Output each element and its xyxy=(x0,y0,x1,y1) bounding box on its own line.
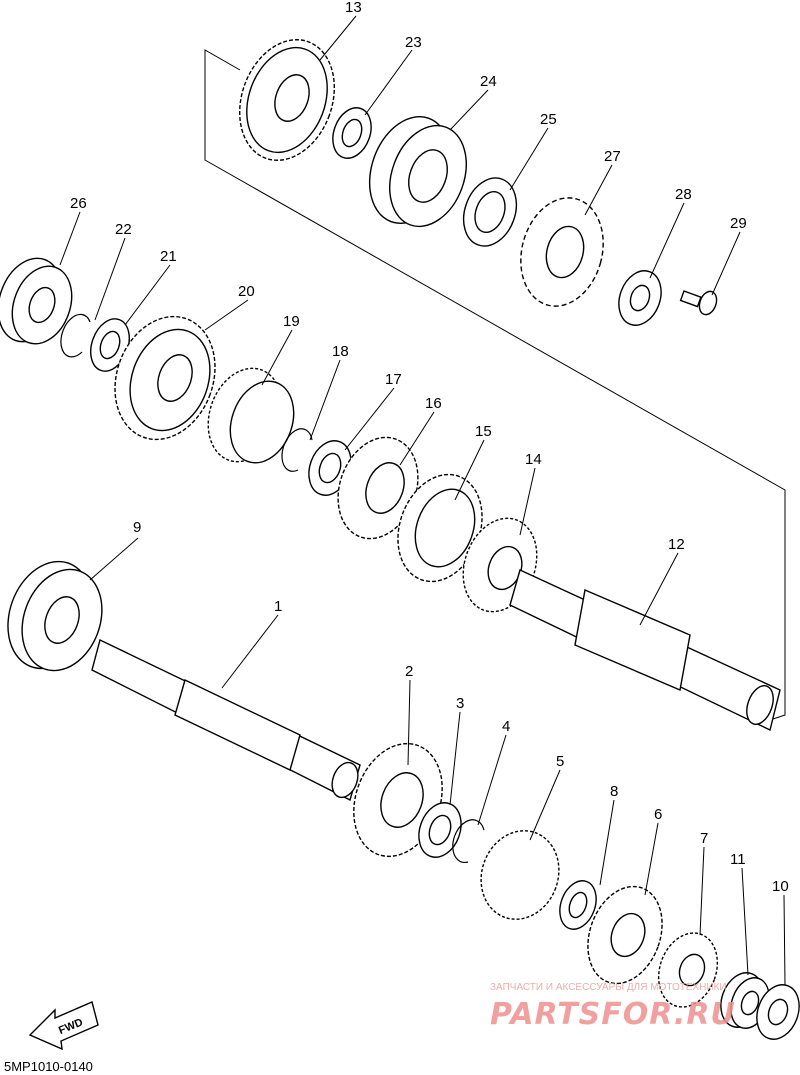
callout-13: 13 xyxy=(345,0,362,16)
callout-27: 27 xyxy=(604,148,621,165)
callout-19: 19 xyxy=(283,313,300,330)
watermark-brand: PARTSFOR.RU xyxy=(490,997,736,1032)
callout-18: 18 xyxy=(332,343,349,360)
group-frame xyxy=(204,49,786,721)
part-6-gear xyxy=(587,885,663,985)
part-28-lock-washer xyxy=(618,270,662,326)
callout-8: 8 xyxy=(610,783,618,800)
callout-4: 4 xyxy=(502,718,510,735)
part-25-oil-seal xyxy=(462,177,518,247)
callout-12: 12 xyxy=(668,536,685,553)
part-1-main-axle xyxy=(91,639,361,802)
fwd-arrow-icon: FWD xyxy=(28,1001,99,1051)
callout-22: 22 xyxy=(115,221,132,238)
callout-26: 26 xyxy=(70,195,87,212)
part-29-bolt xyxy=(679,290,718,316)
callout-21: 21 xyxy=(160,248,177,265)
part-9-bearing xyxy=(7,560,103,672)
callout-6: 6 xyxy=(654,806,662,823)
part-11-bearing xyxy=(720,972,770,1029)
callout-16: 16 xyxy=(425,395,442,412)
part-24-bearing xyxy=(368,116,467,228)
part-22-circlip xyxy=(60,313,91,358)
part-21-washer xyxy=(90,318,130,372)
part-12-drive-axle xyxy=(509,569,781,732)
callout-29: 29 xyxy=(730,215,747,232)
part-8-washer xyxy=(559,880,597,930)
leader-lines xyxy=(59,15,786,986)
part-19-gear xyxy=(207,367,295,464)
part-27-sprocket xyxy=(520,197,604,307)
part-23-washer xyxy=(332,107,372,159)
callout-17: 17 xyxy=(385,371,402,388)
callout-14: 14 xyxy=(525,451,542,468)
part-7-gear xyxy=(657,932,719,1008)
callout-2: 2 xyxy=(405,663,413,680)
callout-20: 20 xyxy=(238,283,255,300)
callout-23: 23 xyxy=(405,34,422,51)
part-18-circlip xyxy=(281,428,313,472)
callout-10: 10 xyxy=(772,878,789,895)
callout-28: 28 xyxy=(675,186,692,203)
callout-9: 9 xyxy=(133,519,141,536)
part-4-circlip xyxy=(452,819,485,864)
diagram-code: 5MP1010-0140 xyxy=(4,1059,93,1074)
callout-15: 15 xyxy=(475,423,492,440)
callout-5: 5 xyxy=(556,753,564,770)
part-15-gear xyxy=(397,473,483,583)
watermark: ЗАПЧАСТИ И АКСЕССУАРЫ ДЛЯ МОТОТЕХНИКИ PA… xyxy=(490,982,736,1032)
part-5-gear xyxy=(480,830,560,920)
callout-1: 1 xyxy=(274,598,282,615)
watermark-caption: ЗАПЧАСТИ И АКСЕССУАРЫ ДЛЯ МОТОТЕХНИКИ xyxy=(490,982,727,993)
part-13-gear xyxy=(238,39,336,161)
callout-3: 3 xyxy=(456,695,464,712)
callout-11: 11 xyxy=(730,851,746,868)
part-20-gear xyxy=(114,315,216,441)
callout-7: 7 xyxy=(700,830,708,847)
part-3-toothed-washer xyxy=(418,802,462,858)
part-10-bearing xyxy=(756,984,800,1040)
callout-25: 25 xyxy=(540,111,557,128)
callout-24: 24 xyxy=(480,73,497,90)
part-16-gear xyxy=(337,436,419,540)
part-26-bearing xyxy=(0,257,73,345)
